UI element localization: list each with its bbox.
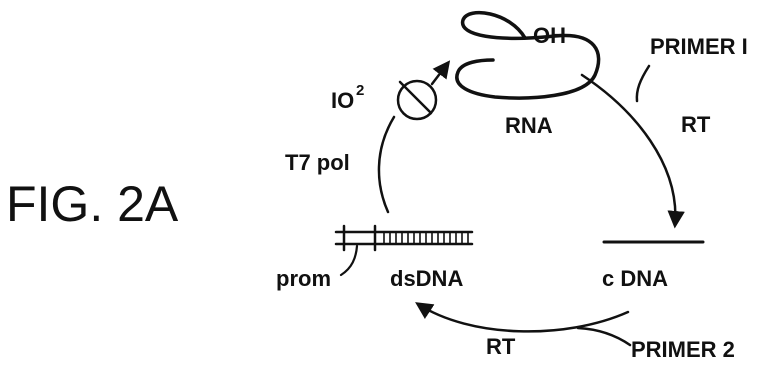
primer2-label: PRIMER 2 [631, 337, 735, 362]
primer1-label: PRIMER I [650, 34, 748, 59]
dsdna-base-pair-ticks [383, 232, 469, 244]
rt-bottom-arrow [415, 302, 630, 333]
prom-label: prom [276, 266, 331, 291]
rt-bottom-label: RT [486, 334, 516, 359]
amplification-arrow [430, 60, 451, 86]
primer1-line [635, 64, 651, 103]
t7-pol-arc [377, 115, 396, 214]
figure-label: FIG. 2A [6, 176, 179, 232]
rna-label: RNA [505, 113, 553, 138]
rna-loop-shape [455, 11, 601, 100]
rt-right-arrow [580, 73, 685, 229]
amplification-circle [396, 79, 438, 121]
rt-right-label: RT [681, 112, 711, 137]
primer2-line [576, 326, 632, 347]
amplification-slash [398, 80, 433, 115]
t7pol-label: T7 pol [285, 150, 350, 175]
amplification-exponent-label: 2 [356, 82, 364, 99]
dsdna-duplex [334, 224, 474, 252]
amplification-base-label: IO [331, 88, 354, 113]
prom-pointer [339, 244, 359, 277]
dsdna-label: dsDNA [390, 266, 463, 291]
cdna-label: c DNA [602, 266, 668, 291]
oh-label: OH [533, 23, 566, 48]
